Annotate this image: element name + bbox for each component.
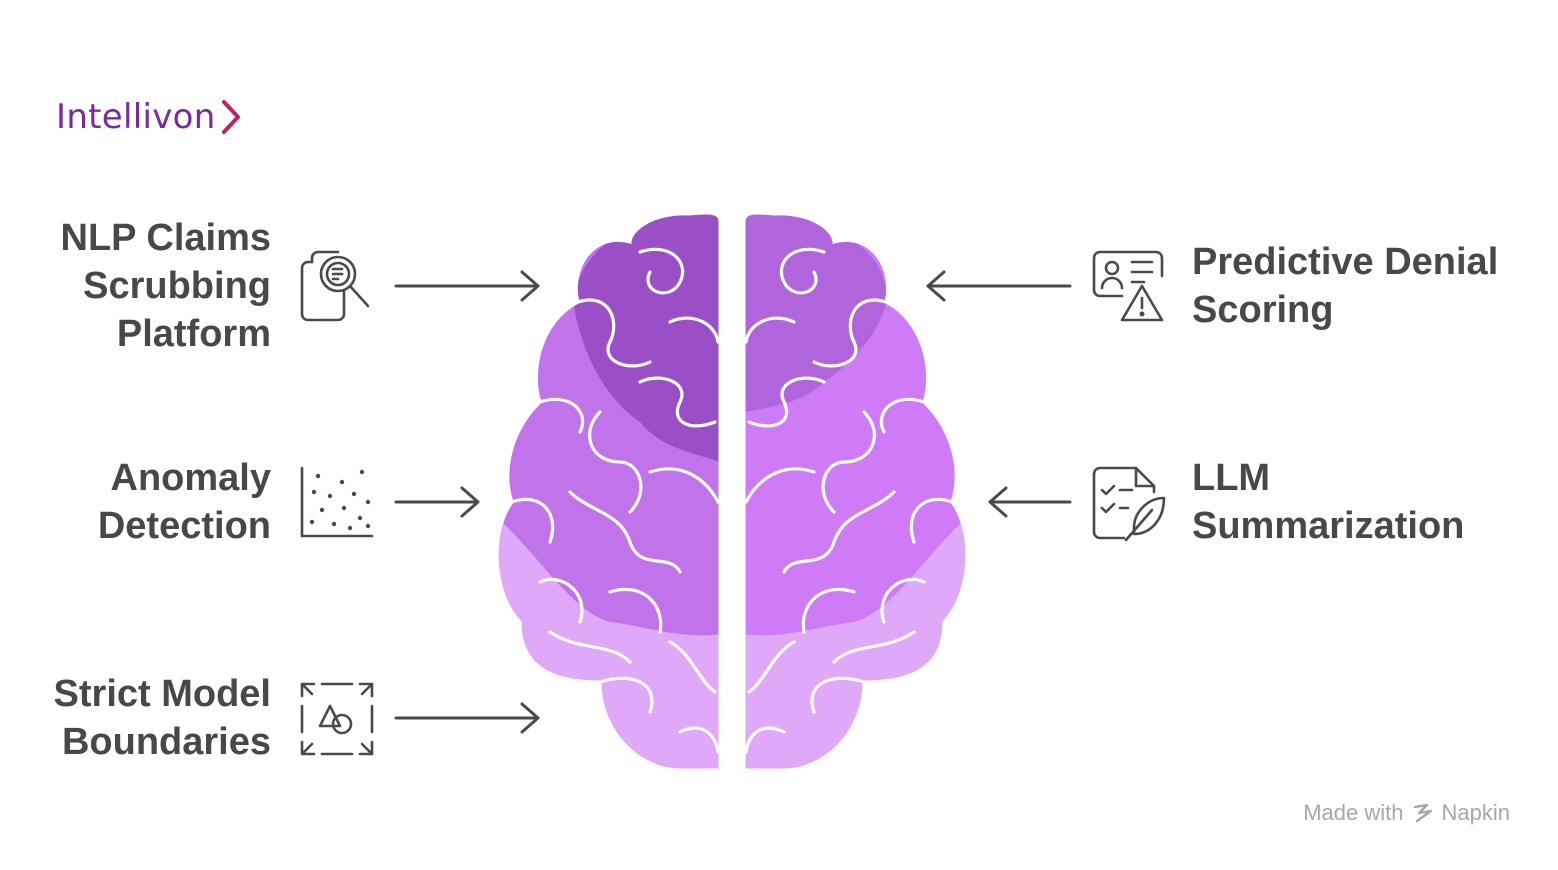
profile-warning-icon [1090, 248, 1168, 326]
label-line: Scoring [1192, 289, 1334, 331]
checklist-feather-icon [1090, 464, 1168, 542]
document-search-icon [298, 248, 376, 326]
label-line: Boundaries [61, 721, 271, 763]
scatter-plot-icon [298, 464, 376, 542]
chevron-right-icon [221, 100, 240, 134]
brand-logo: Intellivon [56, 92, 242, 142]
label-llm-summarization: LLM Summarization [1192, 454, 1464, 550]
arrow-right-3 [394, 702, 540, 734]
brain-folds [510, 247, 954, 754]
brain-illustration [495, 211, 969, 772]
label-line: NLP Claims [60, 217, 271, 259]
label-line: LLM [1192, 457, 1271, 499]
label-line: Predictive Denial [1192, 241, 1499, 283]
arrow-right-2 [394, 486, 480, 518]
footer-credit: Made with Napkin [1303, 800, 1510, 826]
label-line: Platform [116, 313, 271, 355]
brain-right-hemisphere [744, 212, 967, 771]
label-line: Scrubbing [83, 265, 271, 307]
label-line: Anomaly [110, 457, 271, 499]
arrow-right-1 [394, 270, 540, 302]
napkin-logo-icon [1413, 803, 1432, 823]
footer-prefix: Made with [1303, 800, 1404, 825]
arrow-left-2 [988, 486, 1072, 518]
label-strict-model: Strict Model Boundaries [54, 670, 271, 766]
shapes-boundary-icon [298, 680, 376, 758]
label-line: Detection [97, 505, 271, 547]
footer-brand: Napkin [1441, 800, 1510, 825]
brand-name: Intellivon [56, 97, 216, 137]
label-nlp-claims: NLP Claims Scrubbing Platform [61, 214, 271, 358]
arrow-left-1 [926, 270, 1072, 302]
label-anomaly-detection: Anomaly Detection [98, 454, 271, 550]
brain-left-hemisphere [497, 212, 720, 771]
label-line: Summarization [1192, 505, 1465, 547]
label-predictive-denial: Predictive Denial Scoring [1192, 238, 1498, 334]
label-line: Strict Model [53, 673, 271, 715]
